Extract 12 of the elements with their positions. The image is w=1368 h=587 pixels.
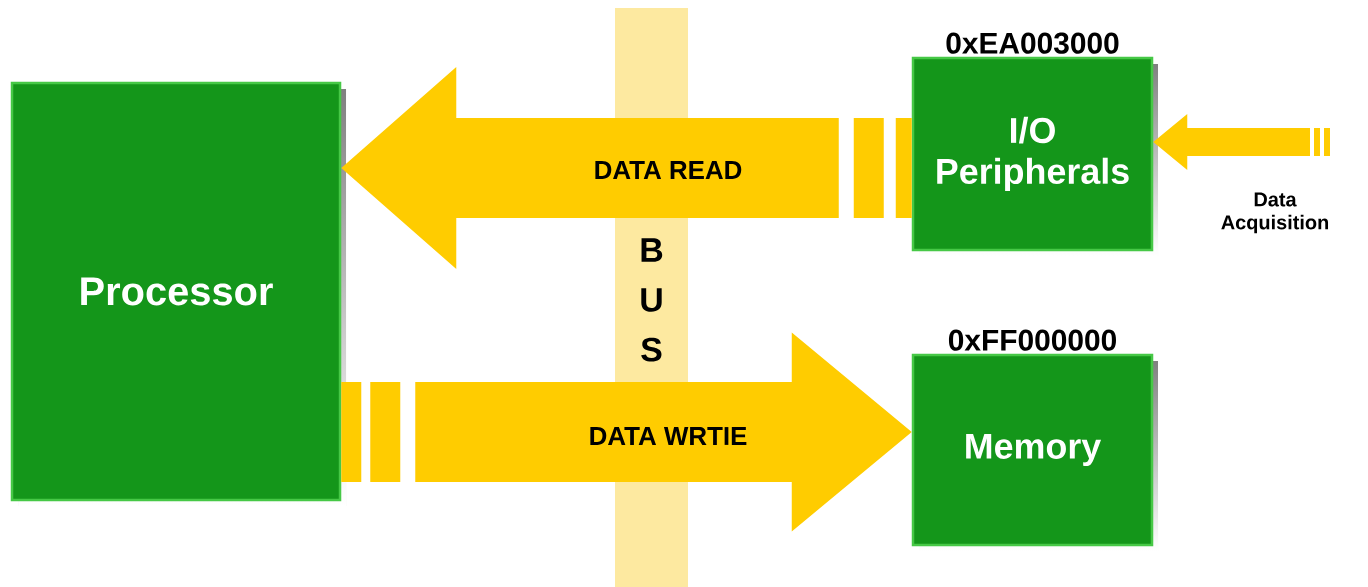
component-box: Processor	[10, 81, 346, 506]
bus-label: B U S	[641, 238, 663, 362]
component-box: I/O Peripherals	[911, 56, 1158, 256]
edge-label: DATA READ	[592, 160, 744, 180]
address-label: 0xFF000000	[948, 329, 1116, 351]
block-arrow	[341, 332, 912, 532]
edge-label: DATA WRTIE	[587, 426, 749, 446]
edge-label: Data Acquisition	[1209, 191, 1341, 235]
block-arrow	[1153, 114, 1330, 170]
block-arrow	[341, 67, 912, 269]
address-label: 0xEA003000	[946, 32, 1119, 54]
component-box: Memory	[911, 353, 1158, 551]
